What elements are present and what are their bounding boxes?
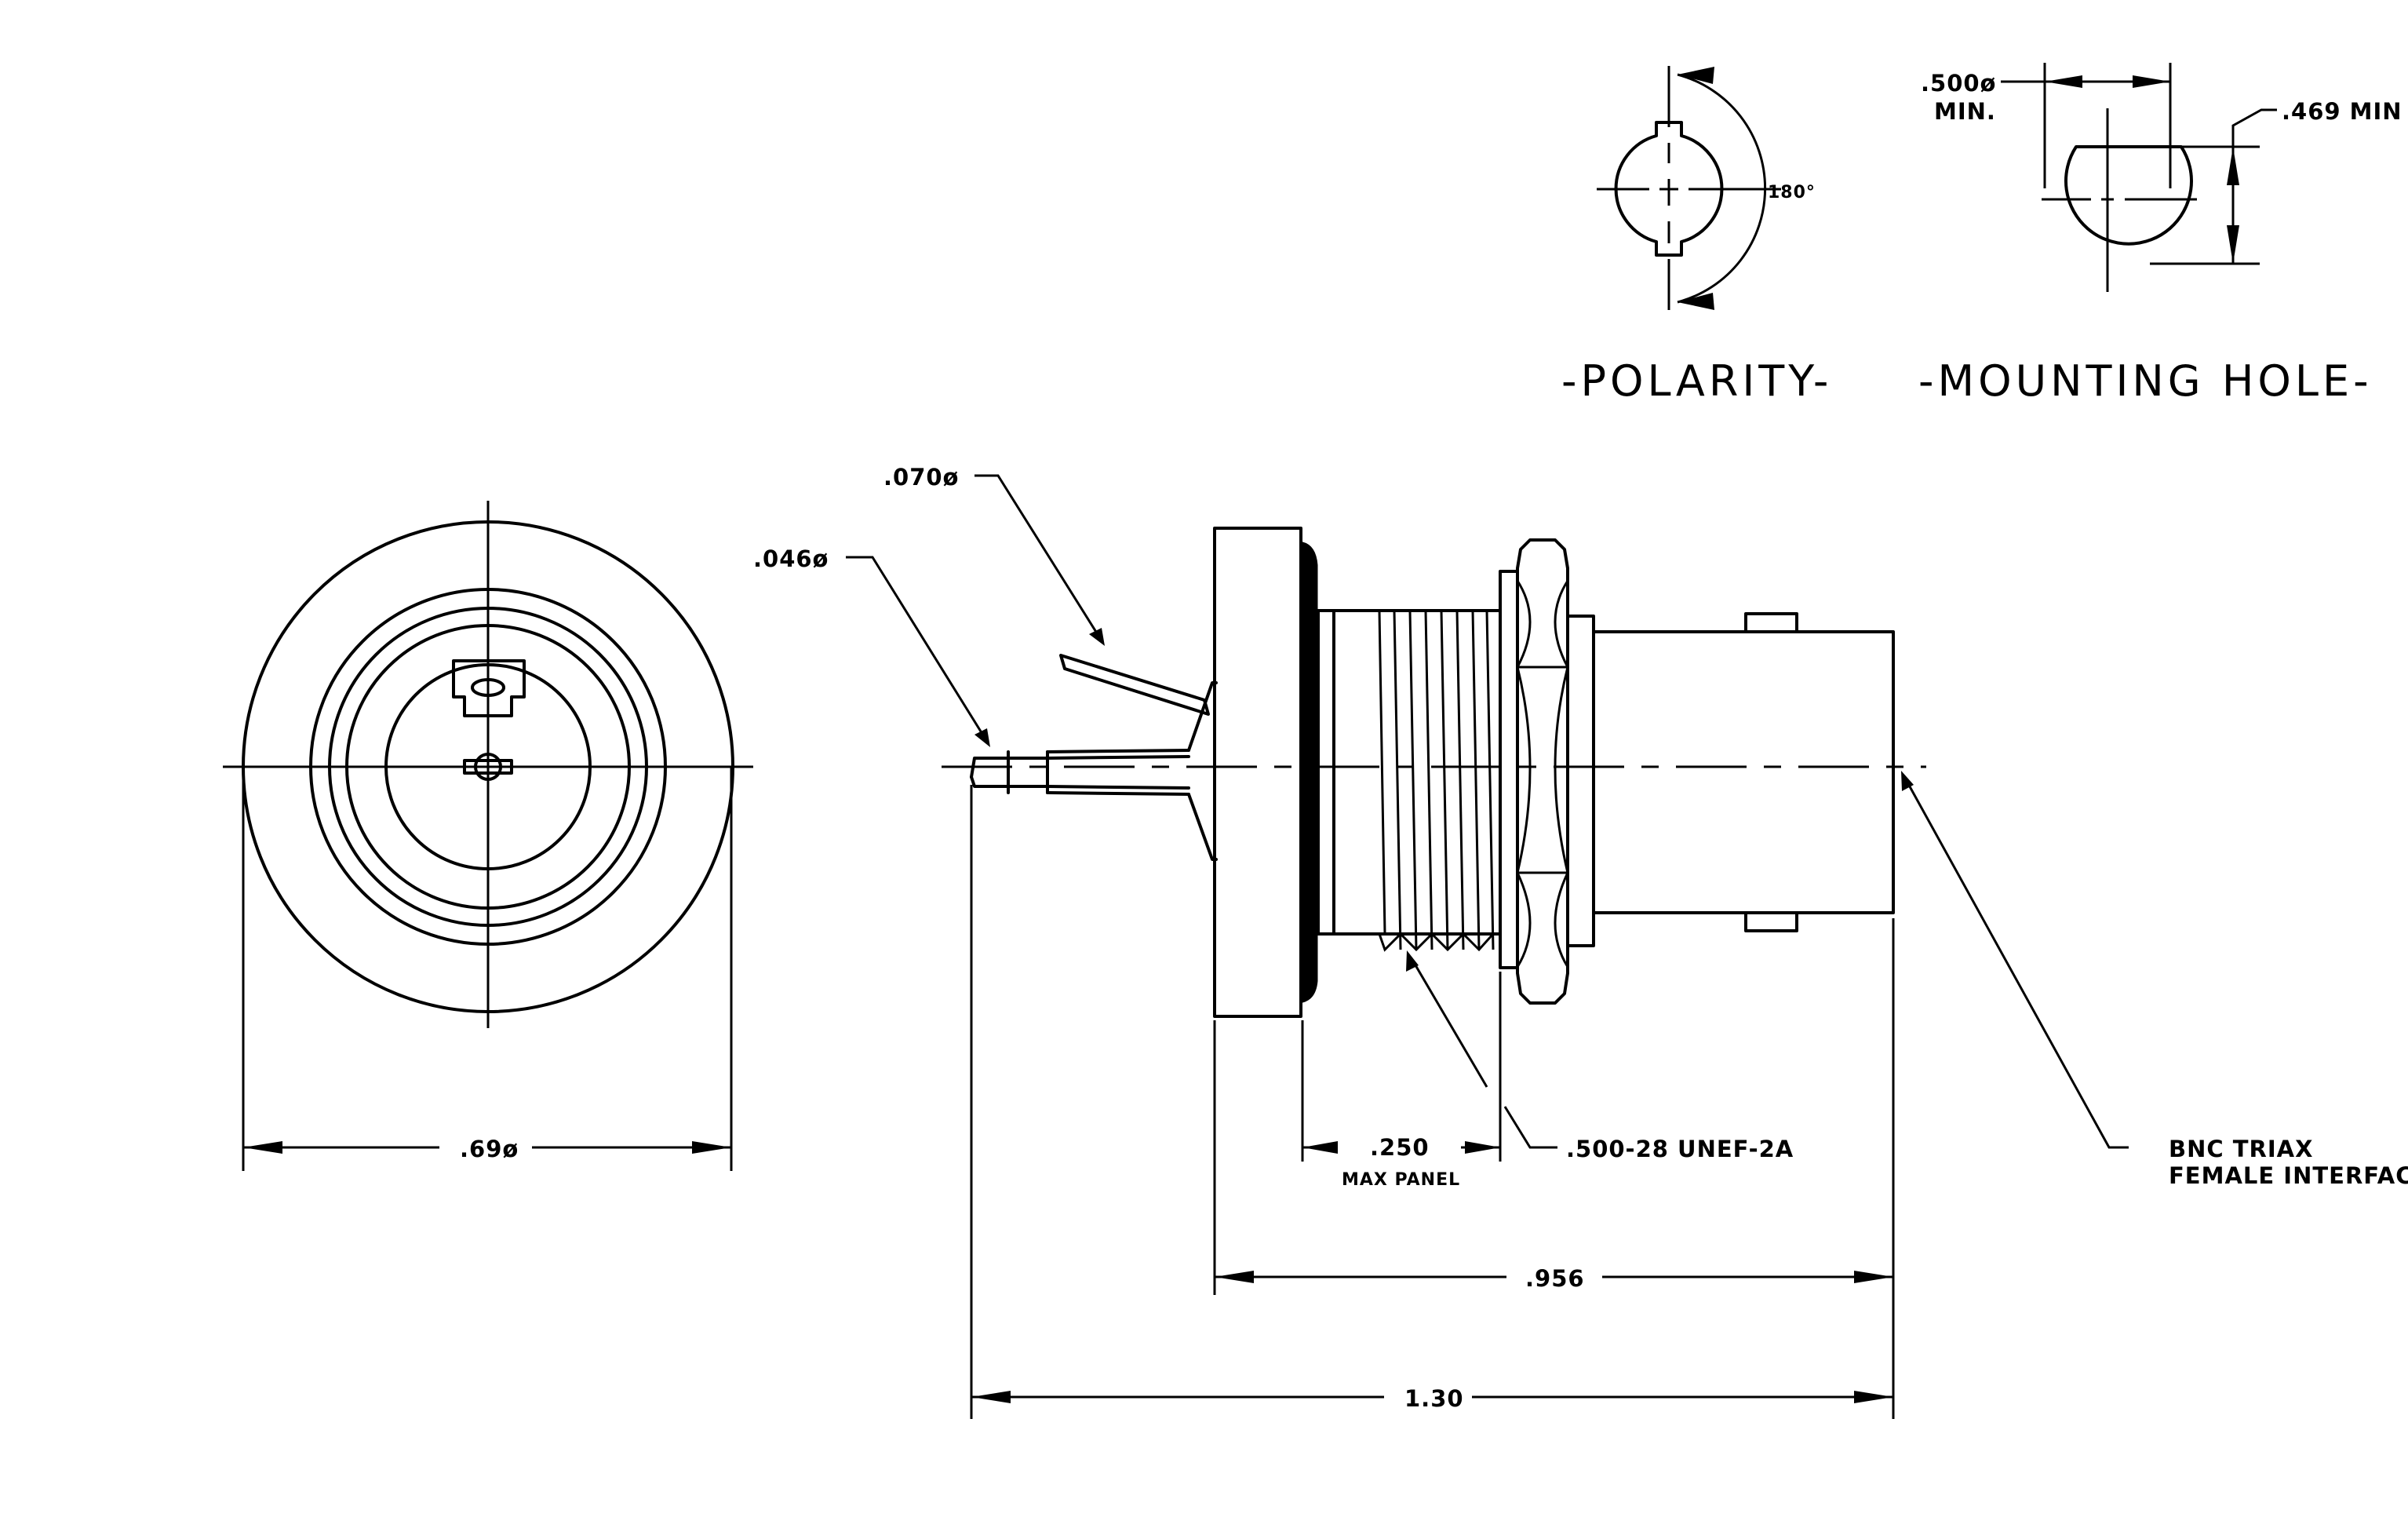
interface-label-line2: FEMALE INTERFACE [2169,1162,2408,1189]
thread-lines [1378,610,1495,952]
body-length-label: .956 [1525,1265,1585,1292]
panel-thickness-label: .250 [1370,1134,1430,1161]
mounting-hole-title: -MOUNTING HOLE- [1918,356,2373,406]
mounting-diameter-note: MIN. [1934,98,1996,125]
pin-outer-label: .070ø [883,464,959,491]
mounting-flat-label: .469 MIN [2282,98,2403,125]
panel-thickness-note: MAX PANEL [1342,1170,1460,1190]
thread-spec-label: .500-28 UNEF-2A [1566,1136,1794,1162]
mounting-hole-view: .500ø MIN. .469 MIN -MOUNTING HOLE- [1918,63,2403,406]
mounting-diameter-label: .500ø [1921,70,1996,97]
front-diameter-label: .69ø [460,1136,519,1162]
pin-inner-label: .046ø [753,545,829,572]
overall-length-label: 1.30 [1404,1385,1464,1412]
polarity-angle-label: 180° [1768,183,1816,202]
side-view: .070ø .046ø .250 MAX PANEL .500-28 UNEF-… [753,464,2408,1419]
front-view: .69ø [223,501,753,1171]
polarity-title: -POLARITY- [1561,356,1832,406]
polarity-view: 180° -POLARITY- [1561,66,1832,406]
interface-label-line1: BNC TRIAX [2169,1136,2313,1162]
